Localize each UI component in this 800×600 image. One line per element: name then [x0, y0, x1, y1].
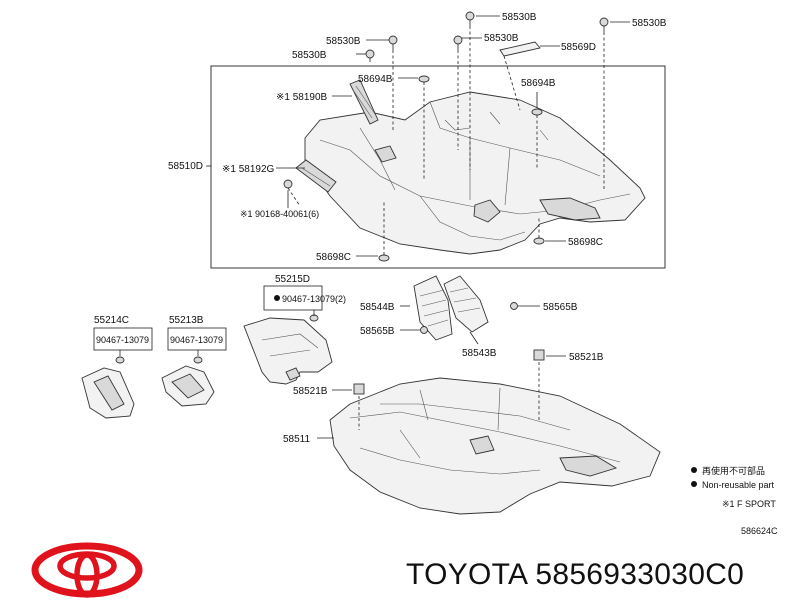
- label-58565B: 58565B: [360, 326, 395, 337]
- label-55213B: 55213B: [169, 315, 204, 326]
- part-frame-55215D: [263, 285, 323, 311]
- retainer-strip-58569D: [499, 41, 541, 57]
- duct-55213B: [161, 356, 215, 407]
- legend-note: ※1 F SPORT: [722, 499, 776, 509]
- scuff-plate-58192G: [295, 159, 337, 193]
- label-58530B: 58530B: [632, 18, 667, 29]
- label-58530B: 58530B: [484, 33, 519, 44]
- label-58190B: ※1 58190B: [276, 92, 328, 103]
- label-58510D: 58510D: [168, 161, 203, 172]
- label-58569D: 58569D: [561, 42, 596, 53]
- clip-icon: [353, 302, 545, 395]
- label-58521B: 58521B: [569, 352, 604, 363]
- floor-carpet-upper: [304, 91, 646, 255]
- duct-55214C: [81, 356, 135, 419]
- toyota-logo-icon: [31, 542, 143, 598]
- floor-mat-55215D: [243, 314, 333, 385]
- footrest-plate-58190B: [349, 79, 379, 125]
- part-frame-55213B: [167, 327, 227, 351]
- label-58698C: 58698C: [316, 252, 351, 263]
- label-58694B: 58694B: [358, 74, 393, 85]
- leader-lines-upper: [287, 26, 605, 255]
- label-58521B: 58521B: [293, 386, 328, 397]
- panel-58544B: [413, 275, 453, 341]
- legend-bullet-icon: [691, 467, 697, 473]
- label-58192G: ※1 58192G: [222, 164, 275, 175]
- brand-caption: TOYOTA 5856933030C0: [406, 558, 744, 591]
- label-58530B: 58530B: [292, 50, 327, 61]
- legend-non-reusable-en: Non-reusable part: [702, 480, 775, 490]
- label-90467-13079: 90467-13079: [170, 335, 223, 345]
- legend-bullet-icon: [691, 481, 697, 487]
- assembly-frame: [210, 65, 666, 269]
- label-58544B: 58544B: [360, 302, 395, 313]
- floor-carpet-lower: [329, 377, 661, 515]
- clip-icon: [283, 11, 609, 262]
- label-58530B: 58530B: [326, 36, 361, 47]
- label-58530B: 58530B: [502, 12, 537, 23]
- label-90467-13079: 90467-13079: [96, 335, 149, 345]
- part-frame-55214C: [93, 327, 153, 351]
- legend-non-reusable-jp: 再使用不可部品: [702, 465, 765, 476]
- label-58511: 58511: [283, 434, 311, 445]
- label-58565B: 58565B: [543, 302, 578, 313]
- figure-code: 586624C: [741, 526, 778, 536]
- label-90467-13079-2: 90467-13079(2): [282, 294, 346, 304]
- label-90168: ※1 90168-40061(6): [240, 209, 319, 219]
- label-leaders-upper: [206, 15, 630, 257]
- part-labels: 58530B 58530B 58530B 58530B 58530B 58569…: [94, 12, 667, 445]
- label-58694B: 58694B: [521, 78, 556, 89]
- label-55215D: 55215D: [275, 274, 310, 285]
- label-55214C: 55214C: [94, 315, 129, 326]
- panel-58543B: [443, 275, 489, 333]
- label-58543B: 58543B: [462, 348, 497, 359]
- label-58698C: 58698C: [568, 237, 603, 248]
- legend-bullet-icon: [274, 295, 280, 301]
